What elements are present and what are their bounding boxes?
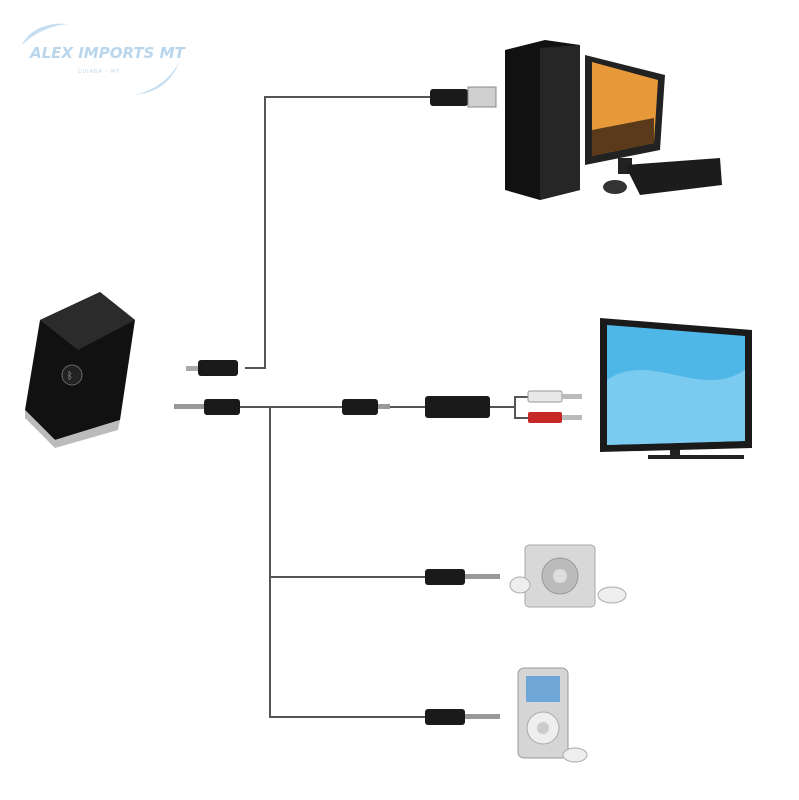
audio-jack-plug-nano [425,709,500,725]
mp3-player-nano [517,667,588,763]
watermark-logo: ALEX IMPORTS MT CUIABÁ - MT [22,23,187,95]
jack-to-rca-adapter [425,396,490,418]
micro-usb-plug [186,360,238,376]
audio-jack-plug-shuffle [425,569,500,585]
desktop-computer [505,40,722,200]
television [600,318,752,459]
wires [240,96,530,718]
mp3-player-shuffle [509,544,627,608]
audio-jack-plug-tv [342,399,390,415]
watermark-subtitle: CUIABÁ - MT [78,68,120,75]
audio-jack-plug-device [174,399,240,415]
usb-a-plug [430,86,497,108]
bluetooth-icon: ᛒ [67,371,73,382]
bluetooth-device: ᛒ [25,292,135,448]
rca-plugs [527,390,582,423]
watermark-title: ALEX IMPORTS MT [29,44,187,62]
